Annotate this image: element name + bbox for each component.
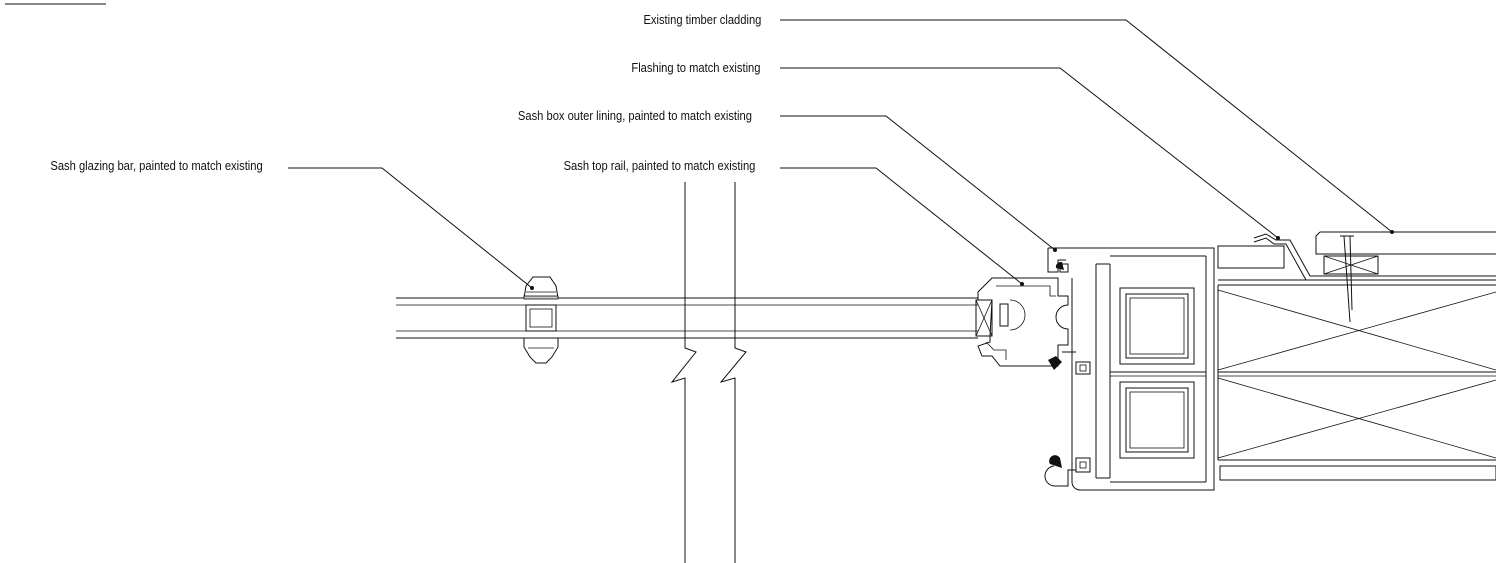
leader-dot-sash-box xyxy=(1053,248,1057,252)
leader-sash-box xyxy=(780,115,1056,251)
label-flashing: Flashing to match existing xyxy=(631,60,760,75)
leader-dot-glazing-bar xyxy=(530,286,534,290)
glazing-bar xyxy=(523,276,559,364)
break-lines xyxy=(670,182,747,563)
glass-pane xyxy=(396,297,993,339)
leader-dot-flashing xyxy=(1276,236,1280,240)
leader-flashing xyxy=(780,67,1279,239)
sash-box-frame xyxy=(1047,247,1215,491)
label-sash-top-rail: Sash top rail, painted to match existing xyxy=(564,158,756,173)
label-sash-box-outer-lining: Sash box outer lining, painted to match … xyxy=(518,108,752,123)
leader-cladding xyxy=(780,19,1393,233)
timber-cladding xyxy=(1315,231,1496,323)
label-existing-timber-cladding: Existing timber cladding xyxy=(643,12,761,27)
wall-stud xyxy=(1217,285,1496,481)
flashing xyxy=(1217,233,1496,286)
leader-glazing-bar xyxy=(288,167,533,289)
leader-lines xyxy=(288,19,1394,290)
leader-top-rail xyxy=(780,167,1023,285)
label-sash-glazing-bar: Sash glazing bar, painted to match exist… xyxy=(50,158,262,173)
weather-seals xyxy=(1044,261,1091,487)
leader-dot-top-rail xyxy=(1020,282,1024,286)
sash-top-rail xyxy=(977,277,1069,367)
